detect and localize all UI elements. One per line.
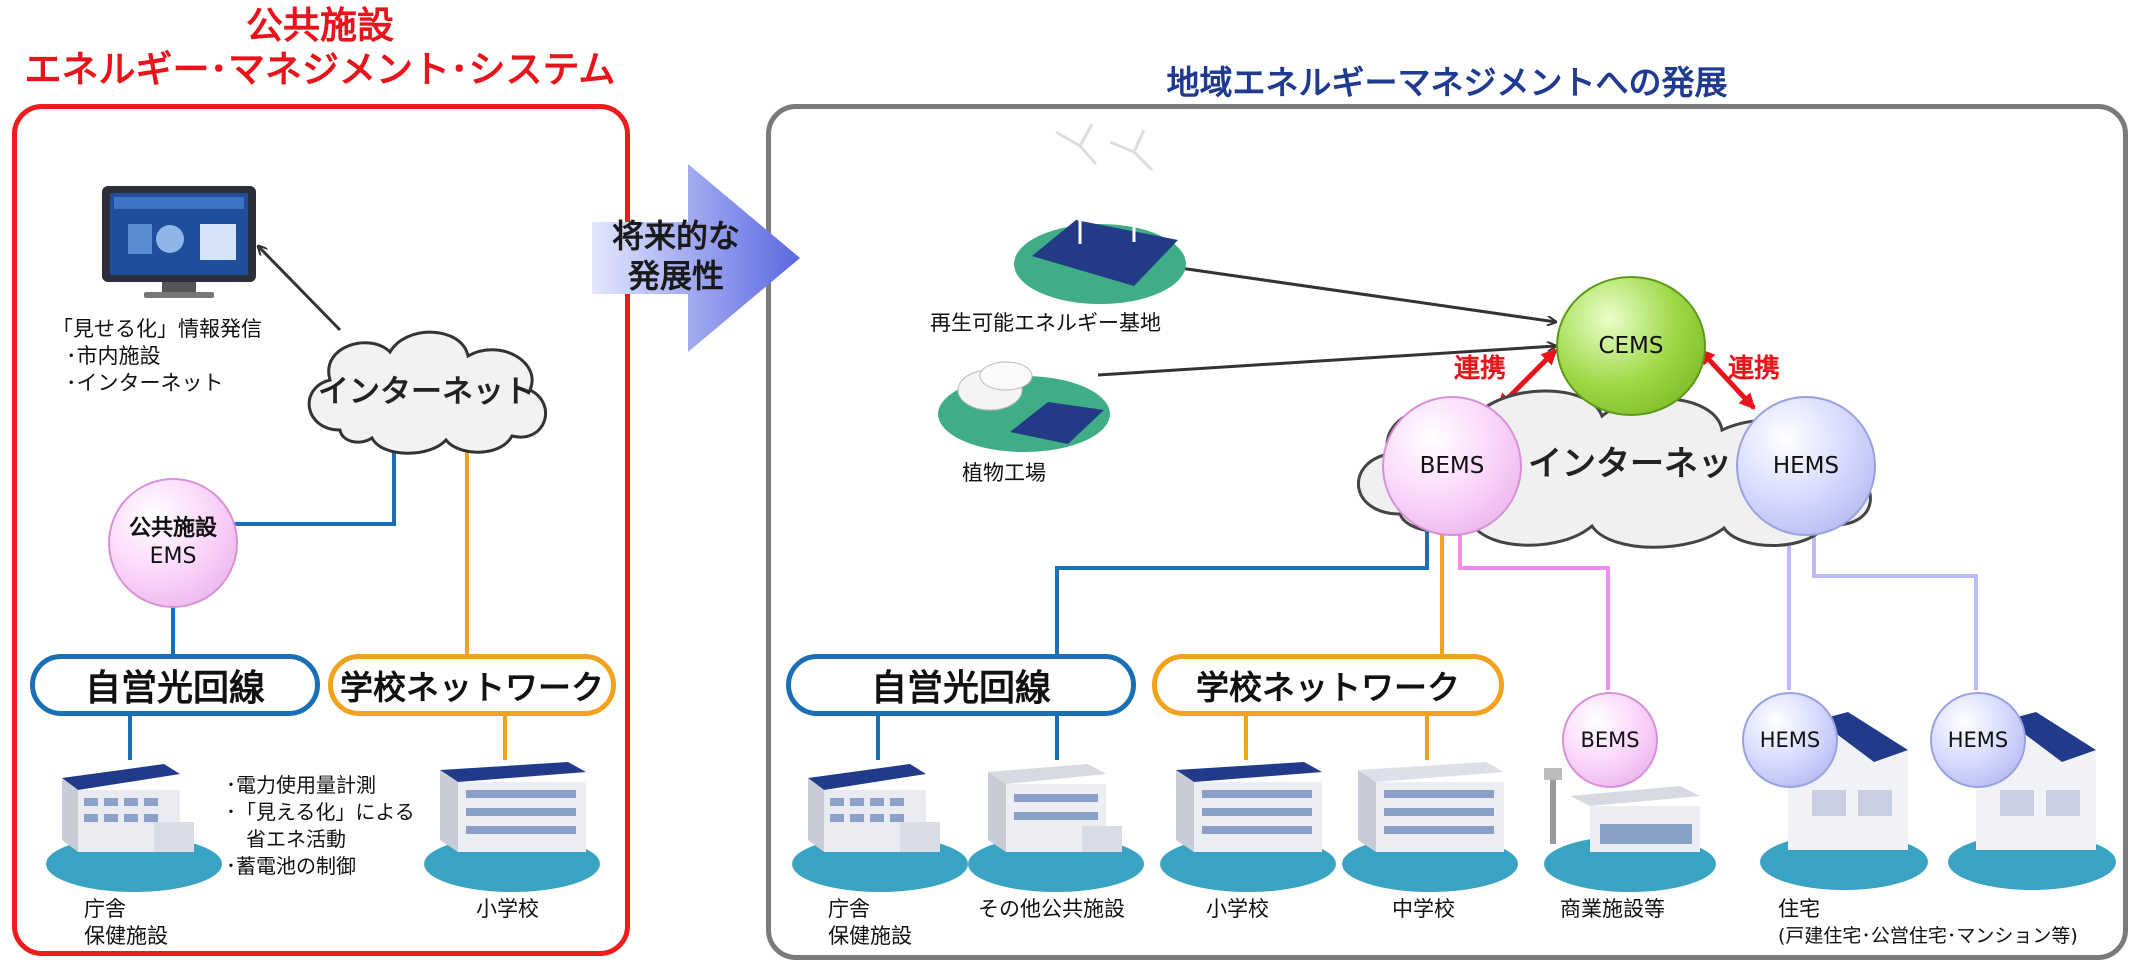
elementary-building-icon-right	[1160, 762, 1336, 892]
housing-label-2: (戸建住宅･公営住宅･マンション等)	[1778, 925, 2078, 947]
commercial-building-icon	[1544, 768, 1716, 892]
public-ems-line2: EMS	[149, 544, 197, 569]
left-title-line2: エネルギー･マネジメント･システム	[24, 48, 616, 91]
office-building-icon	[46, 764, 222, 892]
hems-node: HEMS	[1736, 396, 1876, 536]
link-label-left: 連携	[1454, 354, 1507, 384]
junior-high-building-icon	[1342, 762, 1518, 892]
renewable-base-label: 再生可能エネルギー基地	[930, 311, 1161, 335]
future-arrow-line1: 将来的な	[611, 217, 740, 255]
house-1-hems-node: HEMS	[1742, 692, 1838, 788]
line-ems-internet	[234, 440, 396, 526]
cems-node: CEMS	[1556, 276, 1706, 416]
line-hems-house2	[1812, 530, 1978, 690]
left-note-3: 省エネ活動	[246, 827, 346, 851]
school-network-pill-right: 学校ネットワーク	[1152, 654, 1504, 716]
fiber-pill-left: 自営光回線	[30, 654, 320, 716]
monitor-caption-line2: ･市内施設	[66, 344, 161, 368]
line-internet-monitor	[258, 246, 342, 332]
left-title: 公共施設 エネルギー･マネジメント･システム	[0, 4, 640, 92]
internet-cloud-left	[307, 330, 548, 455]
school-network-pill-left: 学校ネットワーク	[328, 654, 616, 716]
monitor-icon	[102, 186, 256, 298]
left-note-2: ･「見える化」による	[226, 800, 415, 824]
left-office-label-2: 保健施設	[84, 924, 168, 948]
left-office-label: 庁舎 保健施設	[84, 896, 168, 950]
other-public-label: その他公共施設	[978, 897, 1125, 921]
left-office-label-1: 庁舎	[84, 897, 126, 921]
future-arrow-line2: 発展性	[627, 257, 724, 295]
housing-label: 住宅 (戸建住宅･公営住宅･マンション等)	[1778, 896, 2078, 950]
future-arrow-shape	[592, 164, 800, 352]
right-office-label-2: 保健施設	[828, 924, 912, 948]
left-note-4: ･蓄電池の制御	[226, 854, 356, 878]
line-bems-fiber	[1055, 532, 1429, 656]
renewable-base-icon	[1014, 124, 1186, 304]
internet-label-right: インターネット	[1528, 444, 1766, 484]
link-arrow-cems-hems	[1698, 348, 1756, 410]
right-office-label-1: 庁舎	[828, 897, 870, 921]
other-public-building-icon	[968, 764, 1144, 892]
bems-node: BEMS	[1382, 396, 1522, 536]
right-office-label: 庁舎 保健施設	[828, 896, 912, 950]
link-label-right: 連携	[1728, 354, 1781, 384]
line-plant-cems	[1097, 346, 1556, 377]
house-2-hems-node: HEMS	[1930, 692, 2026, 788]
left-school-label: 小学校	[476, 897, 539, 921]
monitor-caption-line3: ･インターネット	[66, 371, 224, 395]
public-ems-node: 公共施設 EMS	[108, 478, 238, 608]
junior-high-label: 中学校	[1392, 897, 1455, 921]
monitor-caption: 「見せる化」情報発信 ･市内施設 ･インターネット	[52, 316, 262, 397]
commercial-label: 商業施設等	[1560, 897, 1665, 921]
left-notes: ･電力使用量計測 ･「見える化」による 省エネ活動 ･蓄電池の制御	[226, 772, 415, 880]
monitor-caption-line1: 「見せる化」情報発信	[52, 317, 262, 341]
right-panel	[766, 104, 2128, 960]
left-panel	[12, 104, 630, 956]
fiber-pill-right: 自営光回線	[786, 654, 1136, 716]
public-ems-line1: 公共施設	[128, 516, 217, 541]
plant-factory-label: 植物工場	[962, 461, 1046, 485]
line-renewable-cems	[1179, 266, 1556, 322]
plant-factory-icon	[938, 361, 1110, 452]
left-note-1: ･電力使用量計測	[226, 773, 376, 797]
elementary-label-right: 小学校	[1206, 897, 1269, 921]
office-building-icon-right	[792, 764, 968, 892]
future-arrow-text: 将来的な 発展性	[596, 216, 756, 296]
internet-label-left: インターネット	[318, 374, 535, 410]
school-building-icon	[424, 762, 600, 892]
left-title-line1: 公共施設	[246, 4, 394, 47]
housing-label-1: 住宅	[1778, 897, 1820, 921]
line-bems-commercial	[1458, 532, 1610, 690]
right-title: 地域エネルギーマネジメントへの発展	[1166, 63, 1728, 102]
commercial-bems-node: BEMS	[1562, 692, 1658, 788]
